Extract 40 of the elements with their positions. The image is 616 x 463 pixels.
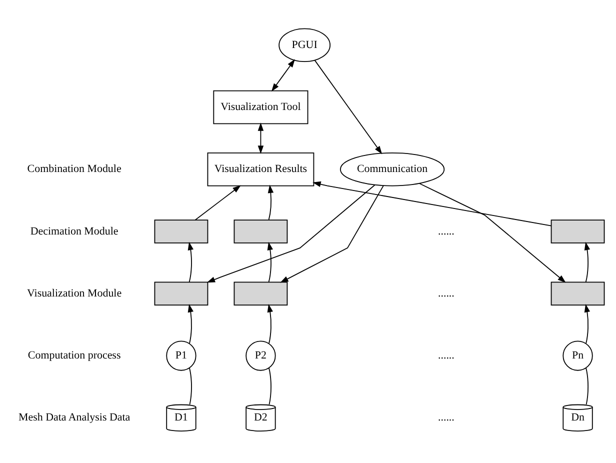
arrow <box>280 185 384 283</box>
node-circle: P1 <box>166 340 196 371</box>
arrow <box>267 242 273 282</box>
arrow <box>206 184 376 283</box>
node-box <box>234 220 288 244</box>
node-box: Visualization Tool <box>213 90 308 124</box>
arrow <box>268 184 274 220</box>
node-box <box>154 282 208 306</box>
connector <box>586 368 589 405</box>
arrow <box>258 122 264 154</box>
label: Computation process <box>28 350 121 362</box>
connector <box>189 368 192 405</box>
arrow <box>584 242 590 282</box>
label: Combination Module <box>27 163 122 176</box>
label: ...... <box>438 350 454 362</box>
node-box <box>550 282 605 306</box>
node-box <box>550 220 605 244</box>
label: Mesh Data Analysis Data <box>18 412 130 424</box>
arrow <box>194 185 241 220</box>
node-ellipse: PGUI <box>278 28 331 62</box>
node-circle: P2 <box>246 340 276 371</box>
node-circle: Pn <box>562 340 593 371</box>
label: ...... <box>438 225 454 238</box>
arrow <box>584 304 590 344</box>
label: Visualization Module <box>27 287 122 300</box>
arrow <box>267 304 273 344</box>
node-box: Visualization Results <box>207 152 314 186</box>
connector <box>268 368 272 405</box>
arrow <box>271 59 295 92</box>
node-box <box>234 282 288 306</box>
arrow <box>314 60 382 154</box>
arrow <box>188 304 194 344</box>
node-ellipse: Communication <box>340 152 445 186</box>
label: ...... <box>438 287 454 300</box>
node-box <box>154 220 208 244</box>
arrow <box>312 181 552 226</box>
arrow <box>188 242 194 282</box>
label: Decimation Module <box>30 225 118 238</box>
label: ...... <box>438 412 454 424</box>
arrow <box>419 183 566 283</box>
